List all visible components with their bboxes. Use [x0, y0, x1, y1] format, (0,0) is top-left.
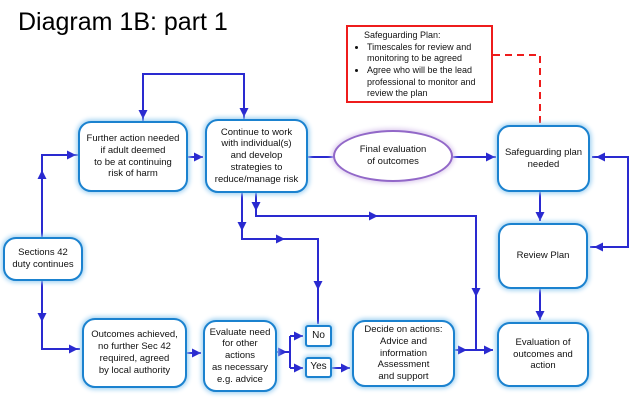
page-title: Diagram 1B: part 1 — [18, 8, 228, 36]
callout-bullet-list: Timescales for review and monitoring to … — [352, 42, 487, 100]
arrowhead-icon — [239, 108, 249, 117]
callout-bullet: Timescales for review and monitoring to … — [367, 42, 487, 65]
arrowhead-icon — [138, 110, 148, 119]
connector-callout-dashed — [493, 54, 541, 124]
arrowhead-icon — [596, 152, 605, 162]
arrowhead-icon — [37, 313, 47, 322]
connector-sections42-up — [41, 154, 78, 239]
node-safeguarding-plan-needed: Safeguarding plan needed — [497, 125, 590, 192]
node-sections-42: Sections 42 duty continues — [3, 237, 83, 281]
callout-title: Safeguarding Plan: — [364, 30, 441, 40]
arrowhead-icon — [278, 347, 287, 357]
arrowhead-icon — [484, 345, 493, 355]
connector-sections42-down — [41, 279, 80, 350]
arrowhead-icon — [276, 234, 285, 244]
arrowhead-icon — [237, 222, 247, 231]
arrowhead-icon — [194, 152, 203, 162]
node-decide-actions: Decide on actions: Advice and informatio… — [352, 320, 455, 387]
node-final-evaluation: Final evaluation of outcomes — [333, 130, 453, 182]
arrowhead-icon — [369, 211, 378, 221]
arrowhead-icon — [594, 242, 603, 252]
node-evaluation-outcomes: Evaluation of outcomes and action — [497, 322, 589, 387]
arrowhead-icon — [67, 150, 76, 160]
callout-safeguarding-plan: Safeguarding Plan: Timescales for review… — [346, 25, 493, 103]
connector-top-loop — [142, 73, 245, 123]
arrowhead-icon — [471, 288, 481, 297]
node-outcomes-achieved: Outcomes achieved, no further Sec 42 req… — [82, 318, 187, 388]
connector-continue-to-no — [241, 192, 319, 324]
arrowhead-icon — [294, 363, 303, 373]
arrowhead-icon — [313, 281, 323, 290]
arrowhead-icon — [37, 170, 47, 179]
arrowhead-icon — [458, 345, 467, 355]
arrowhead-icon — [535, 212, 545, 221]
node-further-action: Further action needed if adult deemed to… — [78, 121, 188, 192]
arrowhead-icon — [294, 331, 303, 341]
arrowhead-icon — [341, 363, 350, 373]
node-continue-work: Continue to work with individual(s) and … — [205, 119, 308, 193]
connector-right-feedback — [590, 156, 629, 248]
node-review-plan: Review Plan — [498, 223, 588, 289]
node-no: No — [305, 325, 332, 347]
arrowhead-icon — [192, 348, 201, 358]
node-evaluate-need: Evaluate need for other actions as neces… — [203, 320, 277, 392]
arrowhead-icon — [535, 311, 545, 320]
arrowhead-icon — [251, 202, 261, 211]
node-yes: Yes — [305, 357, 332, 378]
arrowhead-icon — [69, 344, 78, 354]
arrowhead-icon — [486, 152, 495, 162]
callout-bullet: Agree who will be the lead professional … — [367, 65, 487, 100]
